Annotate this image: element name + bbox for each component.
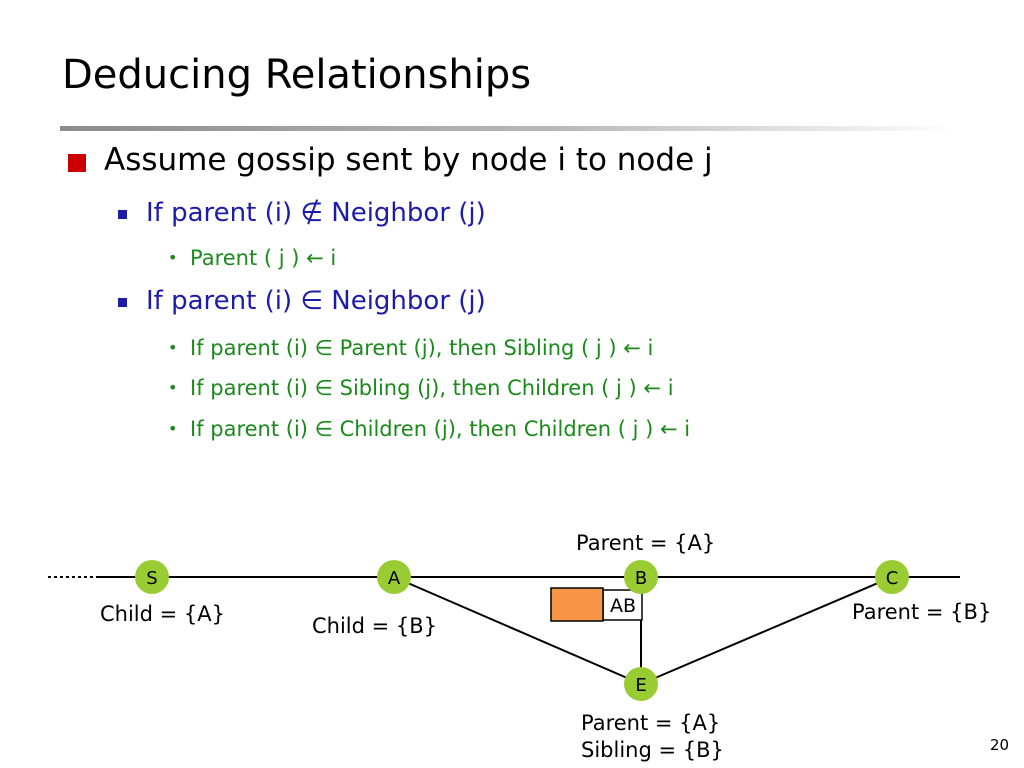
gossip-packet — [550, 587, 604, 622]
node-e-sibling-label: Sibling = {B} — [581, 738, 724, 762]
node-e-label: E — [635, 675, 646, 696]
dot-bullet-icon: • — [168, 419, 178, 438]
title-divider — [60, 126, 960, 131]
node-b: B — [624, 560, 658, 594]
square-bullet-icon — [68, 154, 86, 172]
node-b-parent-label: Parent = {A} — [576, 531, 715, 555]
node-e-parent-label: Parent = {A} — [581, 711, 720, 735]
bullet-sub1-item: Parent ( j ) ← i — [190, 246, 337, 270]
node-c-parent-label: Parent = {B} — [852, 600, 991, 624]
node-a-circle — [377, 560, 411, 594]
bullet-sub2-item: If parent (i) ∈ Parent (j), then Sibling… — [190, 336, 654, 360]
square-bullet-icon — [118, 210, 127, 219]
bullet-sub2-item: If parent (i) ∈ Sibling (j), then Childr… — [190, 376, 674, 400]
dot-bullet-icon: • — [168, 338, 178, 357]
page-number: 20 — [990, 736, 1010, 754]
bullet-sub2: If parent (i) ∈ Neighbor (j) — [146, 286, 486, 316]
square-bullet-icon — [118, 298, 127, 307]
node-b-circle — [624, 560, 658, 594]
node-e-circle — [624, 667, 658, 701]
node-a: A — [377, 560, 411, 594]
node-c-label: C — [886, 568, 899, 589]
link-c-e — [640, 576, 893, 685]
node-s-child-label: Child = {A} — [100, 602, 225, 626]
slide-title: Deducing Relationships — [62, 52, 532, 98]
node-s: S — [135, 560, 169, 594]
dot-bullet-icon: • — [168, 248, 178, 267]
node-s-circle — [135, 560, 169, 594]
node-s-label: S — [146, 568, 157, 589]
node-c: C — [875, 560, 909, 594]
bullet-sub1: If parent (i) ∉ Neighbor (j) — [146, 198, 486, 228]
bullet-sub2-item: If parent (i) ∈ Children (j), then Child… — [190, 417, 691, 441]
link-a-e — [393, 576, 642, 685]
message-text: AB — [610, 595, 636, 617]
dot-bullet-icon: • — [168, 378, 178, 397]
node-e: E — [624, 667, 658, 701]
node-b-label: B — [635, 568, 647, 589]
node-a-label: A — [388, 568, 401, 589]
node-c-circle — [875, 560, 909, 594]
bullet-main: Assume gossip sent by node i to node j — [104, 142, 713, 178]
node-a-child-label: Child = {B} — [312, 614, 437, 638]
